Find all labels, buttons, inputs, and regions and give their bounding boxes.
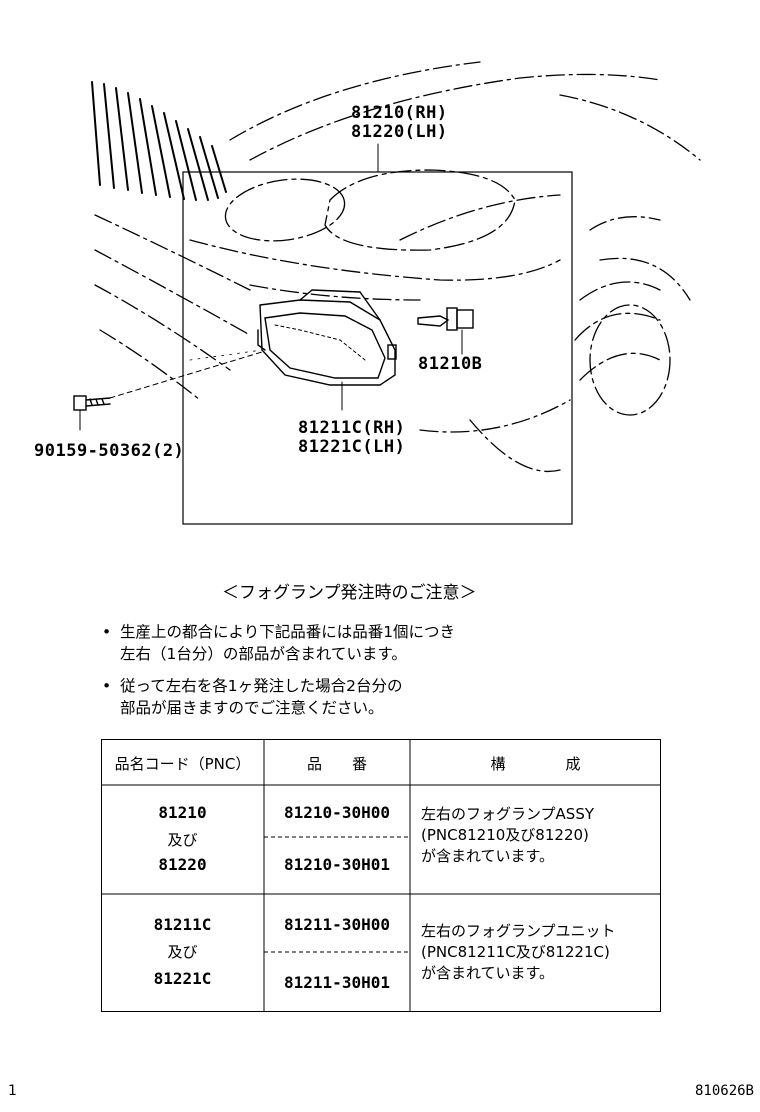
row2-composition-3: が含まれています。 bbox=[421, 964, 555, 982]
wheel-arch bbox=[574, 281, 671, 416]
fog-lamp-unit bbox=[257, 289, 397, 386]
row2-composition-1: 左右のフォグランプユニット bbox=[421, 922, 616, 940]
bulb-part bbox=[417, 307, 474, 355]
bullet-1-line-1: 生産上の都合により下記品番には品番1個につき bbox=[120, 623, 456, 641]
bullet-2-line-1: 従って左右を各1ヶ発注した場合2台分の bbox=[120, 677, 403, 695]
parts-table: 品名コード（PNC） 品 番 構 成 81210 及び 81220 81210-… bbox=[101, 739, 661, 1012]
table-grid bbox=[101, 739, 661, 1012]
row1-part-number-1: 81210-30H00 bbox=[284, 803, 390, 822]
diagram-drawing bbox=[73, 61, 701, 525]
label-fog-unit-lh: 81221C(LH) bbox=[298, 437, 406, 457]
notice-title: ＜フォグランプ発注時のご注意＞ bbox=[222, 583, 477, 603]
row2-pnc-top: 81211C bbox=[153, 915, 212, 934]
label-headlamp-lh: 81220(LH) bbox=[351, 122, 448, 142]
label-bulb: 81210B bbox=[418, 354, 483, 374]
headlamp-outline bbox=[224, 169, 516, 251]
body-contours bbox=[94, 61, 701, 472]
label-screw: 90159-50362(2) bbox=[34, 441, 185, 461]
row1-composition-2: (PNC81210及び81220) bbox=[421, 826, 589, 844]
exploded-diagram: 81210(RH) 81220(LH) 81210B 81211C(RH) 81… bbox=[0, 0, 760, 540]
row2-part-number-1: 81211-30H00 bbox=[284, 915, 390, 934]
detail-frame bbox=[182, 171, 573, 525]
row2-part-number-2: 81211-30H01 bbox=[284, 973, 390, 992]
label-fog-unit-rh: 81211C(RH) bbox=[298, 418, 406, 438]
grille-hatching bbox=[91, 81, 227, 201]
row1-pnc-bottom: 81220 bbox=[158, 855, 207, 874]
figure-code: 810626B bbox=[694, 1083, 754, 1099]
label-headlamp-rh: 81210(RH) bbox=[351, 103, 448, 123]
row1-composition-3: が含まれています。 bbox=[421, 847, 555, 865]
row2-pnc-bottom: 81221C bbox=[153, 969, 212, 988]
bullet-1-line-2: 左右（1台分）の部品が含まれています。 bbox=[120, 645, 407, 663]
bullet-mark: • bbox=[102, 677, 112, 695]
row2-composition-2: (PNC81211C及び81221C) bbox=[421, 943, 610, 961]
row1-composition-1: 左右のフォグランプASSY bbox=[421, 805, 595, 823]
header-pnc: 品名コード（PNC） bbox=[114, 755, 251, 773]
row1-part-number-2: 81210-30H01 bbox=[284, 855, 390, 874]
row1-pnc-mid: 及び bbox=[167, 831, 198, 849]
page-marker: 1 bbox=[8, 1083, 17, 1099]
header-part-number: 品 番 bbox=[306, 755, 367, 773]
row2-pnc-mid: 及び bbox=[167, 943, 198, 961]
row1-pnc-top: 81210 bbox=[158, 803, 207, 822]
bullet-mark: • bbox=[102, 623, 112, 641]
bullet-2-line-2: 部品が届きますのでご注意ください。 bbox=[120, 699, 384, 717]
header-composition: 構 成 bbox=[490, 755, 581, 773]
screw-part bbox=[73, 395, 111, 431]
